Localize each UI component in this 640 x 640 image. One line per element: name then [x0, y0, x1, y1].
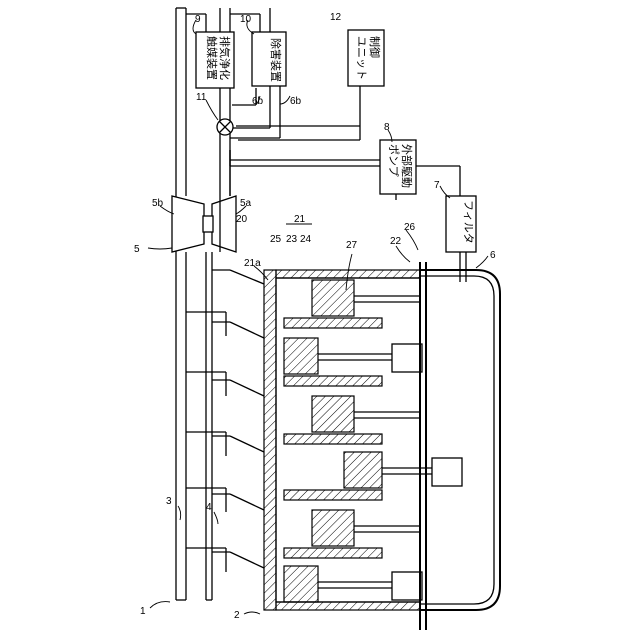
ref-20: 20 [236, 214, 248, 225]
ref-23: 23 [286, 234, 298, 245]
ref-9: 9 [195, 14, 201, 25]
exhaust-catalyst-box: 排気浄化 触媒装置 [196, 32, 234, 88]
turbocharger [172, 196, 236, 252]
external-pump-line2: ポンプ [387, 144, 400, 177]
ref-12: 12 [330, 12, 342, 23]
control-unit-line1: 制御 [368, 36, 382, 58]
ref-25: 25 [270, 234, 282, 245]
ref-10: 10 [240, 14, 252, 25]
external-pump-box: 外部駆動 ポンプ [380, 140, 416, 194]
ref-4: 4 [206, 502, 212, 513]
ref-26: 26 [404, 222, 416, 233]
ref-27: 27 [346, 240, 358, 251]
ref-6: 6 [490, 250, 496, 261]
ref-5a: 5a [240, 198, 252, 209]
ref-24: 24 [300, 234, 312, 245]
ref-1: 1 [140, 606, 146, 617]
external-pump-line1: 外部駆動 [400, 144, 414, 188]
ref-11: 11 [196, 92, 207, 103]
oil-pan [420, 270, 500, 610]
control-unit-box: 制御 ユニット [348, 30, 384, 86]
removal-device-box: 除害装置 [252, 32, 286, 86]
ref-5: 5 [134, 244, 140, 255]
control-unit-line2: ユニット [355, 36, 368, 80]
ref-5b: 5b [152, 198, 164, 209]
ref-21: 21 [294, 214, 306, 225]
ref-7: 7 [434, 180, 440, 191]
ref-3: 3 [166, 496, 172, 507]
filter-label: フィルタ [462, 200, 475, 244]
ref-6b-left: 6b [252, 96, 264, 107]
exhaust-catalyst-line2: 触媒装置 [205, 36, 219, 80]
ref-8: 8 [384, 122, 390, 133]
exhaust-pipe [176, 8, 186, 600]
ref-6b-right: 6b [290, 96, 302, 107]
removal-device-label: 除害装置 [269, 38, 283, 82]
valve-11 [217, 119, 233, 135]
ref-21a: 21a [244, 258, 261, 269]
exhaust-catalyst-line1: 排気浄化 [218, 36, 232, 80]
engine-block [264, 270, 462, 610]
filter-box: フィルタ [446, 196, 476, 252]
ref-2: 2 [234, 610, 240, 621]
ref-22: 22 [390, 236, 402, 247]
crankshaft [420, 262, 426, 630]
